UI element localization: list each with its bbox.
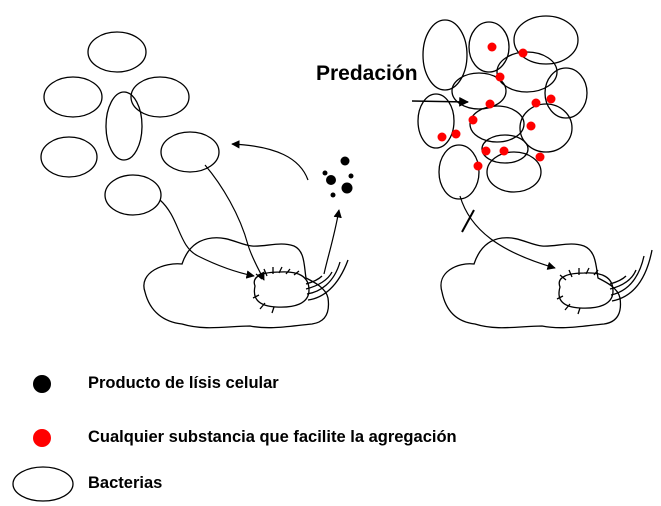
- bacterium: [486, 151, 542, 193]
- aggregation-dot: [518, 48, 528, 58]
- bacterium: [519, 103, 573, 153]
- bacterium: [417, 93, 455, 149]
- lysis-particle: [348, 173, 354, 179]
- legend-bacteria-label: Bacterias: [88, 474, 163, 492]
- lysis-particle: [326, 175, 336, 185]
- bacterium: [105, 91, 143, 161]
- lysis-particle: [322, 170, 328, 176]
- lysis-particle: [341, 182, 353, 194]
- bacterium: [451, 72, 507, 110]
- bacterium: [469, 105, 525, 143]
- lysis-particle: [330, 192, 336, 198]
- legend-black-dot-icon: [33, 375, 51, 393]
- bacterium: [438, 144, 480, 200]
- predation-arrow: [411, 96, 469, 107]
- predator-organism-right: [440, 237, 653, 329]
- aggregation-dot: [468, 115, 478, 125]
- bacterium: [104, 174, 162, 216]
- bacterium: [513, 15, 579, 65]
- bacterium: [160, 131, 220, 173]
- aggregated-bacteria-cluster: [417, 15, 588, 200]
- predation-label: Predación: [316, 62, 418, 85]
- bacterium: [43, 76, 103, 118]
- bacterium: [422, 19, 468, 91]
- predator-organism-left: [143, 237, 349, 329]
- block-mark: [461, 209, 475, 233]
- aggregation-dot: [481, 146, 491, 156]
- lysis-particle: [340, 156, 350, 166]
- bacterium: [40, 136, 98, 178]
- bacterium: [496, 51, 558, 93]
- legend-markers: [12, 375, 74, 502]
- bacterium-ingestion-arrow: [204, 164, 265, 281]
- blocked-ingestion-arrow: [459, 195, 556, 270]
- aggregation-dot: [437, 132, 447, 142]
- aggregation-substance-dots: [437, 42, 556, 171]
- legend-red-dot-icon: [33, 429, 51, 447]
- aggregation-dot: [546, 94, 556, 104]
- lysis-return-arrow: [231, 140, 309, 181]
- aggregation-dot: [499, 146, 509, 156]
- dispersed-bacteria-cluster: [40, 31, 220, 216]
- bacterium: [87, 31, 147, 73]
- legend-lysis-product-label: Producto de lísis celular: [88, 374, 279, 392]
- aggregation-dot: [473, 161, 483, 171]
- bacterium: [468, 21, 510, 73]
- aggregation-dot: [487, 42, 497, 52]
- lysis-release-arrow: [323, 209, 342, 275]
- food-vacuole: [558, 272, 614, 309]
- aggregation-dot: [495, 72, 505, 82]
- aggregation-dot: [526, 121, 536, 131]
- aggregation-dot: [451, 129, 461, 139]
- bacterium: [544, 67, 588, 119]
- aggregation-dot: [535, 152, 545, 162]
- bacterium-ingestion-arrow: [159, 199, 255, 279]
- bacterium: [130, 76, 190, 118]
- aggregation-dot: [531, 98, 541, 108]
- lysis-product-particles: [322, 156, 354, 198]
- legend-ellipse-icon: [12, 466, 74, 502]
- legend-aggregation-substance-label: Cualquier substancia que facilite la agr…: [88, 428, 457, 446]
- aggregation-dot: [485, 99, 495, 109]
- uptake-arrows-left: [159, 140, 342, 281]
